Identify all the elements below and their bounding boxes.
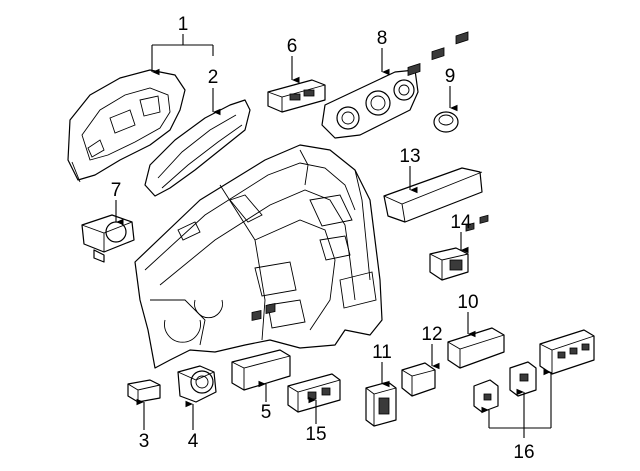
part-13-console-bezel [383,31,483,223]
part-2-cluster-lens [144,99,251,197]
part-10-switch-bank [447,214,505,369]
callout-labels: 1 2 3 4 5 6 7 8 9 10 11 12 13 14 15 16 [111,14,535,463]
callout-6: 6 [287,36,298,57]
callout-4: 4 [188,431,199,452]
callout-5: 5 [261,402,272,423]
callout-8: 8 [377,28,388,49]
part-6-switch [267,79,326,113]
callout-9: 9 [445,66,456,87]
callout-15: 15 [305,424,326,445]
part-1-cluster-housing [67,69,186,183]
part-11-switch [365,381,397,427]
callout-13: 13 [399,146,420,167]
callout-14: 14 [450,212,472,233]
instrument-panel-frame [134,144,383,369]
leader-lines [115,34,552,438]
part-7-module [81,214,135,263]
part-12-switch [401,362,436,397]
callout-12: 12 [421,324,442,345]
part-15-switch-panel [287,373,341,413]
part-5-switch-panel [231,303,291,391]
callout-16: 16 [513,442,534,463]
part-16-switches [473,329,595,413]
part-4-ignition-switch [177,365,217,403]
part-9-knob [433,111,459,133]
callout-10: 10 [457,292,478,313]
callout-3: 3 [139,431,150,452]
part-8-climate-control [321,69,419,139]
callout-1: 1 [178,14,189,35]
callout-2: 2 [208,67,219,88]
callout-7: 7 [111,180,122,201]
part-14-switch [429,247,469,281]
callout-11: 11 [372,342,392,363]
part-3-switch [127,379,161,403]
